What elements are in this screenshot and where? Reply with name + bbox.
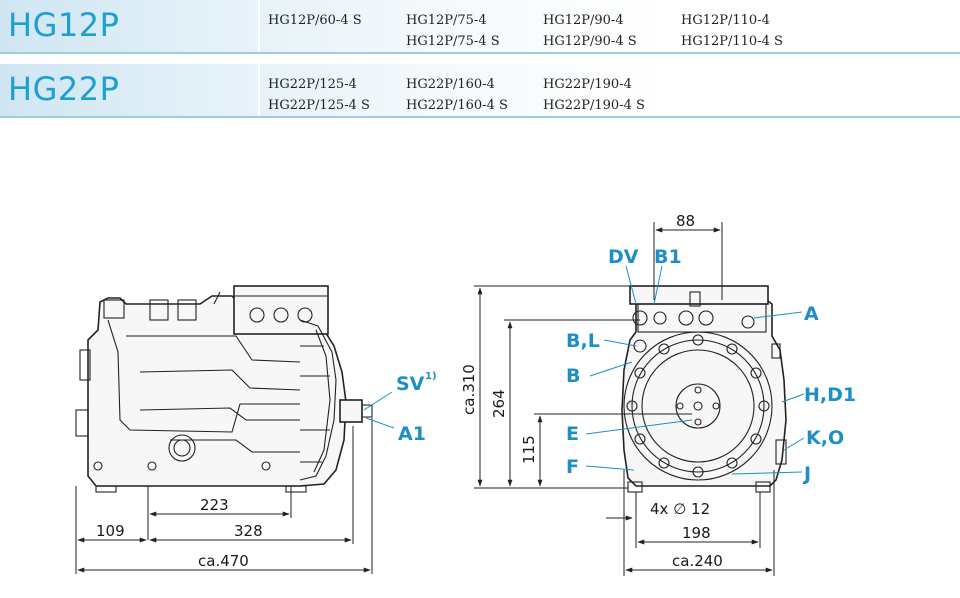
- band-separator: [258, 0, 260, 54]
- front-housing: [621, 297, 787, 487]
- band-rule: [0, 52, 960, 54]
- dim-328: 328: [234, 522, 263, 540]
- label-bl: B,L: [566, 330, 600, 352]
- model-hg22p-col1-row2: HG22P/125-4 S: [268, 98, 370, 113]
- label-b: B: [566, 365, 580, 387]
- front-view: [621, 285, 787, 493]
- dim-240: ca.240: [672, 552, 723, 570]
- side-dimensions: 223 109 328 ca.470: [75, 418, 373, 574]
- front-labels: DV B1 A B,L B H,D1 E K,O F J: [566, 246, 856, 485]
- label-hd1: H,D1: [804, 384, 856, 406]
- dim-holes: 4x ∅ 12: [650, 500, 710, 518]
- series-title-hg22p: HG22P: [8, 70, 120, 108]
- front-flange-inner: [641, 349, 755, 463]
- dim-115: 115: [520, 435, 538, 464]
- model-hg12p-col3-row1: HG12P/90-4: [543, 13, 624, 28]
- model-hg22p-col2-row1: HG22P/160-4: [406, 77, 495, 92]
- model-hg22p-col2-row2: HG22P/160-4 S: [406, 98, 508, 113]
- dim-109: 109: [96, 522, 125, 540]
- model-hg12p-col1-row1: HG12P/60-4 S: [268, 13, 362, 28]
- model-hg12p-col2-row1: HG12P/75-4: [406, 13, 487, 28]
- label-ko: K,O: [806, 427, 844, 449]
- model-hg22p-col1-row1: HG22P/125-4: [268, 77, 357, 92]
- model-hg12p-col4-row1: HG12P/110-4: [681, 13, 770, 28]
- label-sv-note: 1): [425, 371, 437, 382]
- dim-470: ca.470: [198, 552, 249, 570]
- side-view: [75, 285, 373, 493]
- series-band-hg12p: HG12P: [0, 0, 960, 54]
- dim-88: 88: [676, 212, 695, 230]
- model-hg22p-col3-row2: HG22P/190-4 S: [543, 98, 645, 113]
- dim-310: ca.310: [460, 364, 478, 415]
- label-b1: B1: [654, 246, 682, 268]
- series-band-hg22p: HG22P: [0, 64, 960, 118]
- front-flange-outer: [623, 331, 773, 481]
- label-a1: A1: [398, 423, 426, 445]
- label-a: A: [804, 303, 819, 325]
- label-dv: DV: [608, 246, 639, 268]
- band-separator: [258, 64, 260, 118]
- front-dimensions: 88 ca.310 264 115 4x ∅ 12 198 ca.240: [460, 212, 775, 576]
- model-hg22p-col3-row1: HG22P/190-4: [543, 77, 632, 92]
- label-sv: SV: [396, 373, 425, 395]
- side-suction-valve: [339, 399, 363, 423]
- model-hg12p-col3-row2: HG12P/90-4 S: [543, 34, 637, 49]
- model-hg12p-col4-row2: HG12P/110-4 S: [681, 34, 783, 49]
- label-j: J: [802, 463, 811, 485]
- dim-223: 223: [200, 496, 229, 514]
- label-f: F: [566, 456, 579, 478]
- dim-198: 198: [682, 524, 711, 542]
- front-terminal-box: [629, 285, 769, 305]
- band-rule: [0, 116, 960, 118]
- model-hg12p-col2-row2: HG12P/75-4 S: [406, 34, 500, 49]
- label-e: E: [566, 423, 579, 445]
- series-title-hg12p: HG12P: [8, 6, 120, 44]
- side-terminal-box: [233, 285, 329, 335]
- dim-264: 264: [490, 389, 508, 418]
